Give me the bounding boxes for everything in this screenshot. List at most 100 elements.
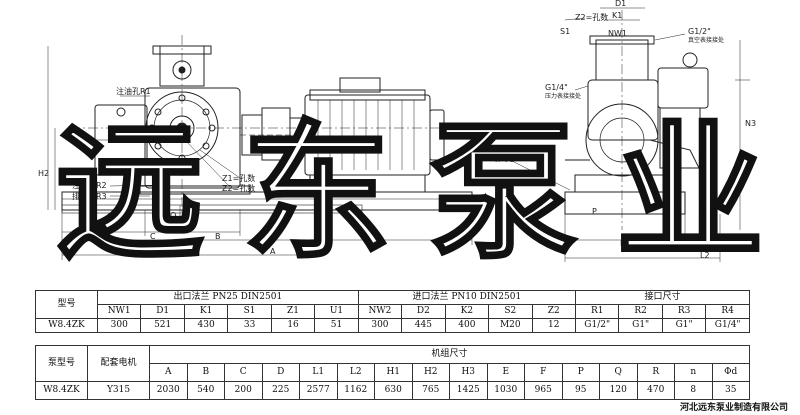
table-cell: 965 [524,381,563,400]
column-header: R3 [661,304,707,319]
table-cell: 300 [357,318,403,333]
table-cell: 430 [183,318,229,333]
column-header: Z1 [270,304,316,319]
column-header: D [261,363,300,382]
callout-g-half-note: 真空表接接处 [688,37,725,44]
table-cell: 765 [411,381,450,400]
column-header: D2 [401,304,446,319]
column-header: S2 [488,304,533,319]
label-l2: L2 [700,251,710,260]
column-header: A [149,363,188,382]
motor-header: 配套电机 [87,345,150,382]
callout-oil-inlet-r1: 注油孔R1 [116,87,151,96]
table-cell: 35 [711,381,750,400]
table-cell: 400 [444,318,490,333]
column-header: n [674,363,713,382]
outlet-flange-header: 出口法兰 PN25 DIN2501 [97,290,359,305]
table-cell: G1" [618,318,663,333]
label-d1: D1 [615,0,627,8]
model-cell: W8.4ZK [35,381,88,400]
callout-z2-holes: Z2=孔数 [222,184,256,193]
table-cell: 200 [224,381,263,400]
callout-g-quarter: G1/4" [545,83,568,92]
column-header: K2 [444,304,490,319]
label-nw1: NW1 [608,29,627,38]
table-cell: M20 [488,318,533,333]
table-row: W8.4ZK Y315 2030 540 200 225 2577 1162 6… [35,381,750,400]
pump-body [94,45,251,195]
column-header: Q [599,363,638,382]
callout-z1-holes: Z1=孔数 [222,174,256,183]
label-c: C [150,232,156,241]
company-name: 河北远东泵业制造有限公司 [679,403,788,413]
table-cell: 16 [270,318,316,333]
column-header: D1 [140,304,185,319]
label-q: Q [170,211,177,220]
column-header: P [561,363,600,382]
label-s1: S1 [560,27,571,36]
column-header: R1 [574,304,620,319]
front-view [47,35,473,260]
column-header: NW2 [357,304,403,319]
column-header: S1 [227,304,272,319]
label-h2: H2 [38,169,50,178]
label-n-d: n-Φd [495,155,515,164]
column-header: H3 [449,363,488,382]
column-header: H2 [411,363,450,382]
label-b: B [215,232,221,241]
table-header-row: 泵型号 配套电机 机组尺寸 [35,345,750,382]
table-cell: 1030 [486,381,525,400]
table-cell: G1" [661,318,707,333]
motor-cell: Y315 [87,381,150,400]
table-cell: 521 [140,318,185,333]
table-cell: 225 [261,381,300,400]
table-cell: 33 [227,318,272,333]
table-cell: 8 [674,381,713,400]
label-p: P [592,207,597,216]
column-header: K1 [183,304,229,319]
table-cell: 445 [401,318,446,333]
base-frame [61,191,473,211]
unit-dimension-table: 泵型号 配套电机 机组尺寸 A B C D L1 L2 H1 H2 H3 E F… [35,345,750,400]
port-size-header: 接口尺寸 [574,290,751,305]
table-cell: 95 [561,381,600,400]
table-cell: 120 [599,381,638,400]
pump-unit-drawing [47,7,750,262]
pump-model-header: 泵型号 [35,345,88,382]
label-e: E [620,239,626,248]
column-header: H1 [374,363,413,382]
column-header: NW1 [96,304,142,319]
side-view [509,7,750,262]
column-header: C [224,363,263,382]
flange-dimension-table: 型号 出口法兰 PN25 DIN2501 进口法兰 PN10 DIN2501 接… [35,290,751,333]
table-column-row: NW1 D1 K1 S1 Z1 U1 NW2 D2 K2 S2 Z2 R1 R2… [36,304,750,319]
table-row: W8.4ZK 300 521 430 33 16 51 300 445 400 … [35,318,750,333]
inlet-flange-header: 进口法兰 PN10 DIN2501 [357,290,576,305]
table-cell: 630 [374,381,413,400]
callout-oil-inlet-r2: 注油孔R2 [72,181,107,190]
callout-g-half: G1/2" [688,27,711,36]
callout-g-quarter-note: 压力表接接处 [545,93,582,100]
column-header: F [524,363,563,382]
column-header: Φd [711,363,750,382]
table-cell: 12 [531,318,576,333]
column-header: Z2 [531,304,576,319]
column-header: E [486,363,525,382]
table-cell: 51 [314,318,359,333]
table-cell: G1/2" [574,318,620,333]
column-header: L2 [336,363,375,382]
side-base [564,191,686,215]
column-header: R4 [705,304,750,319]
column-header: U1 [314,304,359,319]
label-k1: K1 [612,11,623,20]
table-cell: 2577 [299,381,338,400]
table-cell: 540 [186,381,225,400]
table-cell: 2030 [149,381,188,400]
callout-z2-holes-top: Z2=孔数 [575,13,609,22]
model-header: 型号 [35,290,98,319]
label-n3: N3 [745,119,757,128]
table-cell: G1/4" [705,318,750,333]
label-a: A [270,247,276,256]
table-cell: 470 [636,381,675,400]
table-header-row: 型号 出口法兰 PN25 DIN2501 进口法兰 PN10 DIN2501 接… [35,290,751,319]
